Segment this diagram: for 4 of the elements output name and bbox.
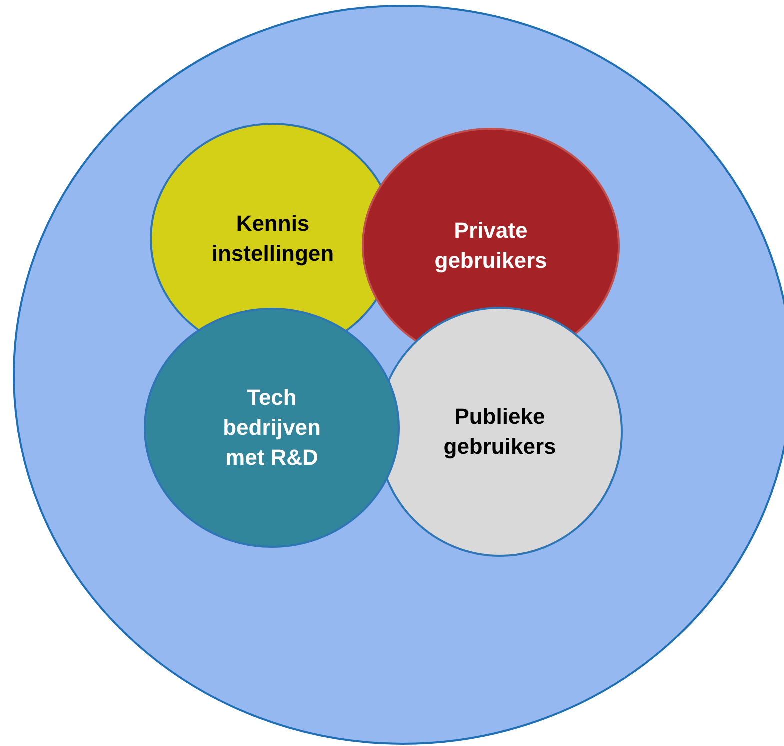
circle-label: Kennis instellingen (210, 210, 336, 268)
circle-label: Private gebruikers (434, 217, 548, 275)
circle-label: Tech bedrijven met R&D (222, 384, 322, 472)
circle-label: Publieke gebruikers (442, 403, 558, 461)
